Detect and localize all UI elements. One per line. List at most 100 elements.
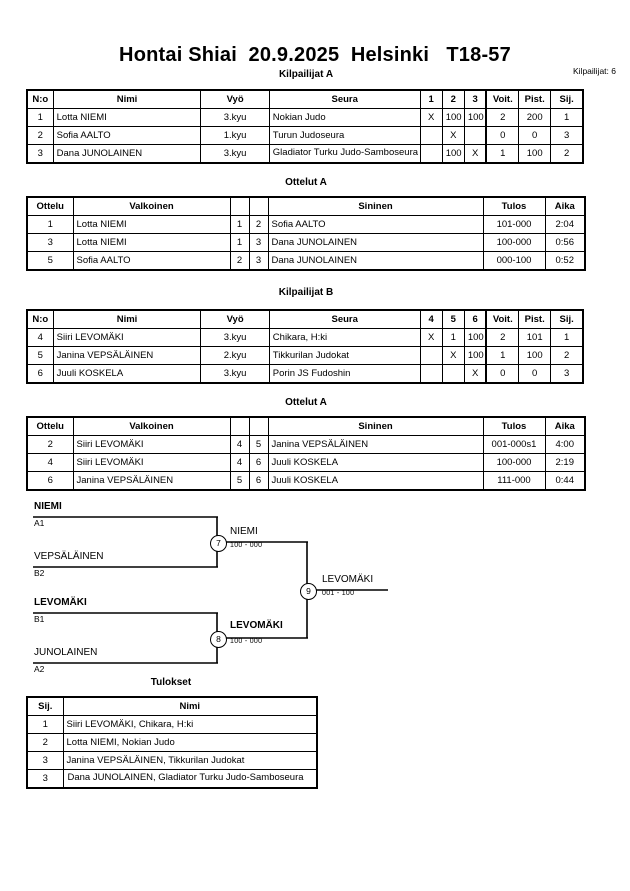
bracket-lines — [33, 516, 388, 664]
col-no: N:o — [26, 89, 54, 109]
page-title: Hontai Shiai 20.9.2025 Helsinki T18-57 — [119, 44, 511, 66]
cell-white-no: 4 — [229, 435, 250, 454]
col-match: Ottelu — [26, 416, 74, 436]
table-row: 4 Siiri LEVOMÄKI 4 6 Juuli KOSKELA 100-0… — [26, 453, 586, 472]
pool-b-table: N:o Nimi Vyö Seura 4 5 6 Voit. Pist. Sij… — [26, 309, 584, 384]
cell-club: Porin JS Fudoshin — [268, 364, 421, 384]
table-row: 4 Siiri LEVOMÄKI 3.kyu Chikara, H:ki X 1… — [26, 328, 584, 347]
cell-result: 111-000 — [482, 471, 546, 491]
cell-blue: Janina VEPSÄLÄINEN — [267, 435, 484, 454]
cell-result: 100-000 — [482, 233, 546, 252]
bracket-entry-seed: A2 — [34, 664, 45, 674]
cell-match: 3 — [26, 233, 74, 252]
cell-rank: 3 — [550, 364, 584, 384]
cell-blue-no: 6 — [248, 453, 269, 472]
cell-points: 200 — [518, 108, 552, 127]
bracket-entry-seed: A1 — [34, 518, 45, 528]
cell-name: Siiri LEVOMÄKI, Chikara, H:ki — [62, 715, 318, 734]
cell-x2: 100 — [441, 144, 465, 164]
cell-belt: 3.kyu — [200, 108, 270, 127]
cell-blue-no: 3 — [248, 233, 269, 252]
bracket-score: 001 - 100 — [322, 590, 355, 597]
bracket-score: 100 - 000 — [230, 638, 263, 645]
cell-x1 — [419, 346, 443, 365]
matches-b-caption: Ottelut A — [285, 397, 327, 408]
cell-match: 4 — [26, 453, 74, 472]
table-row: 2 Sofia AALTO 1.kyu Turun Judoseura X 0 … — [26, 126, 584, 145]
table-row: 3 Lotta NIEMI 1 3 Dana JUNOLAINEN 100-00… — [26, 233, 586, 252]
col-wins: Voit. — [485, 309, 520, 329]
cell-wins: 1 — [485, 144, 520, 164]
cell-x1: X — [419, 328, 443, 347]
col-blue-no — [248, 416, 269, 436]
cell-no: 3 — [26, 144, 54, 164]
cell-club: Tikkurilan Judokat — [268, 346, 421, 365]
cell-name-text: Dana JUNOLAINEN, Gladiator Turku Judo-Sa… — [67, 772, 304, 783]
cell-name: Dana JUNOLAINEN, Gladiator Turku Judo-Sa… — [62, 769, 318, 789]
cell-match: 6 — [26, 471, 74, 491]
table-row: 6 Juuli KOSKELA 3.kyu Porin JS Fudoshin … — [26, 364, 584, 384]
cell-club: Turun Judoseura — [268, 126, 421, 145]
cell-match: 2 — [26, 435, 74, 454]
cell-white-no: 4 — [229, 453, 250, 472]
cell-rank: 3 — [550, 126, 584, 145]
cell-no: 1 — [26, 108, 54, 127]
cell-result: 001-000s1 — [482, 435, 546, 454]
cell-name: Dana JUNOLAINEN — [52, 144, 202, 164]
cell-white-no: 1 — [229, 215, 250, 234]
cell-white: Sofia AALTO — [72, 251, 231, 271]
col-rank: Sij. — [550, 309, 584, 329]
cell-time: 0:56 — [544, 233, 586, 252]
cell-result: 100-000 — [482, 453, 546, 472]
cell-name: Sofia AALTO — [52, 126, 202, 145]
col-belt: Vyö — [200, 309, 270, 329]
col-result: Tulos — [482, 196, 546, 216]
bracket-match-number: 7 — [210, 535, 227, 552]
cell-blue-no: 3 — [248, 251, 269, 271]
cell-points: 0 — [518, 126, 552, 145]
col-x1: 1 — [419, 89, 443, 109]
cell-blue: Juuli KOSKELA — [267, 453, 484, 472]
cell-rank: 3 — [26, 769, 64, 789]
cell-no: 4 — [26, 328, 54, 347]
cell-x2: X — [441, 126, 465, 145]
pool-a-caption: Kilpailijat A — [278, 69, 334, 80]
matches-a-table: Ottelu Valkoinen Sininen Tulos Aika 1 Lo… — [26, 196, 586, 271]
cell-blue: Sofia AALTO — [267, 215, 484, 234]
cell-name: Janina VEPSÄLÄINEN — [52, 346, 202, 365]
cell-time: 0:44 — [544, 471, 586, 491]
elimination-bracket: NIEMI A1 VEPSÄLÄINEN B2 LEVOMÄKI B1 JUNO… — [0, 495, 630, 675]
entrants-count: Kilpailijat: 6 — [573, 66, 616, 76]
table-header-row: Ottelu Valkoinen Sininen Tulos Aika — [26, 416, 586, 436]
col-white-no — [229, 196, 250, 216]
pool-a-table: N:o Nimi Vyö Seura 1 2 3 Voit. Pist. Sij… — [26, 89, 584, 164]
cell-belt: 2.kyu — [200, 346, 270, 365]
cell-x3: 100 — [463, 328, 487, 347]
col-x1: 4 — [419, 309, 443, 329]
col-no: N:o — [26, 309, 54, 329]
cell-x1 — [419, 364, 443, 384]
cell-white: Lotta NIEMI — [72, 215, 231, 234]
col-rank: Sij. — [550, 89, 584, 109]
cell-points: 100 — [518, 144, 552, 164]
table-header-row: N:o Nimi Vyö Seura 1 2 3 Voit. Pist. Sij… — [26, 89, 584, 109]
cell-wins: 2 — [485, 328, 520, 347]
table-row: 5 Sofia AALTO 2 3 Dana JUNOLAINEN 000-10… — [26, 251, 586, 271]
cell-rank: 1 — [550, 328, 584, 347]
cell-name: Janina VEPSÄLÄINEN, Tikkurilan Judokat — [62, 751, 318, 770]
cell-match: 5 — [26, 251, 74, 271]
table-row: 2 Siiri LEVOMÄKI 4 5 Janina VEPSÄLÄINEN … — [26, 435, 586, 454]
cell-time: 4:00 — [544, 435, 586, 454]
col-white: Valkoinen — [72, 196, 231, 216]
bracket-winner-name: NIEMI — [230, 526, 258, 537]
cell-time: 2:04 — [544, 215, 586, 234]
cell-white: Siiri LEVOMÄKI — [72, 435, 231, 454]
bracket-entry-name: LEVOMÄKI — [34, 597, 87, 608]
col-belt: Vyö — [200, 89, 270, 109]
bracket-entry-seed: B2 — [34, 568, 45, 578]
cell-rank: 1 — [550, 108, 584, 127]
table-row: 3 Janina VEPSÄLÄINEN, Tikkurilan Judokat — [26, 751, 318, 770]
matches-a-caption: Ottelut A — [285, 177, 327, 188]
cell-x2: 1 — [441, 328, 465, 347]
table-row: 2 Lotta NIEMI, Nokian Judo — [26, 733, 318, 752]
